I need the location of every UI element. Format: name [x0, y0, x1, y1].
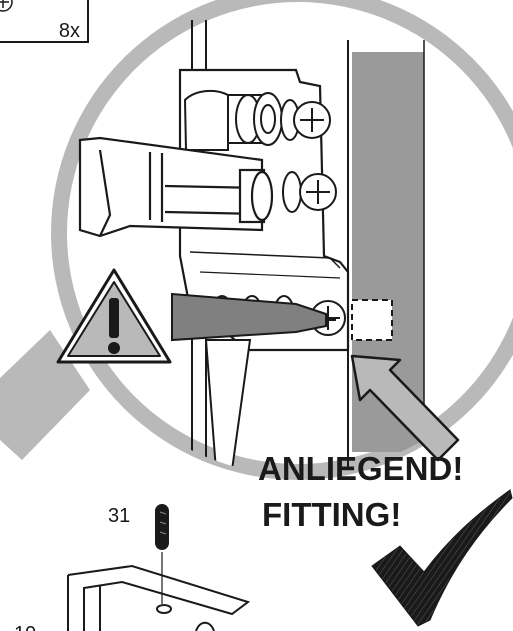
label-anliegend: ANLIEGEND: [258, 450, 452, 487]
label-fitting: FITTING: [262, 496, 390, 533]
hammer-icon: [171, 292, 336, 471]
warning-triangle-icon: [56, 268, 172, 364]
label-anliegend-mark: !: [452, 450, 463, 487]
contact-indicator: [351, 299, 393, 341]
frame: [67, 564, 251, 631]
screw-lower: [282, 171, 337, 213]
label-fitting-mark: !: [390, 496, 401, 533]
frame-part-number: 19: [14, 623, 36, 631]
magnifier-lens: [51, 0, 513, 480]
pointer-arrow-icon: [350, 354, 460, 462]
pin-icon: 31: [108, 504, 169, 604]
screw-icon: [0, 0, 13, 12]
pin-part-number: 31: [108, 505, 130, 527]
hinge-arm: [78, 136, 274, 238]
fitting-labels: ANLIEGEND! FITTING!: [258, 450, 463, 533]
quantity-count: 8x: [59, 20, 80, 42]
svg-text:FITTING!: FITTING!: [262, 496, 401, 533]
checkmark-icon: [371, 489, 513, 627]
screw-upper: [280, 99, 331, 141]
svg-text:ANLIEGEND!: ANLIEGEND!: [258, 450, 463, 487]
quantity-box: 8x: [0, 0, 89, 43]
upper-bracket: [183, 89, 283, 151]
